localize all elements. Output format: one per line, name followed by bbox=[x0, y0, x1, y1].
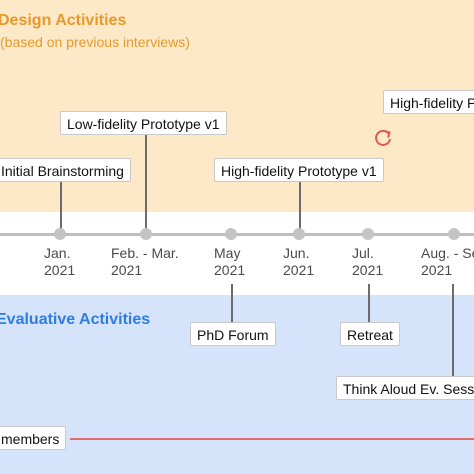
tick-year: 2021 bbox=[283, 262, 315, 278]
event-phd-forum: PhD Forum bbox=[190, 322, 276, 346]
tick-month: Jul. bbox=[352, 245, 374, 261]
tick-label-jul: Jul. 2021 bbox=[352, 245, 383, 279]
design-activities-title: Design Activities bbox=[0, 12, 127, 29]
tick-label-jan: Jan. 2021 bbox=[44, 245, 75, 279]
event-think-aloud-evaluation-session: Think Aloud Ev. Sess bbox=[336, 376, 474, 400]
event-members: members bbox=[0, 426, 67, 450]
members-line bbox=[70, 438, 474, 440]
event-initial-brainstorming: Initial Brainstorming bbox=[0, 158, 131, 182]
tick-month: Jun. bbox=[283, 245, 310, 261]
design-activities-subtitle: (based on previous interviews) bbox=[0, 34, 190, 50]
event-low-fidelity-prototype-v1: Low-fidelity Prototype v1 bbox=[60, 111, 227, 135]
tick-month: Feb. - Mar. bbox=[111, 245, 179, 261]
connector-retreat bbox=[368, 284, 370, 322]
tick-year: 2021 bbox=[352, 262, 384, 278]
event-high-fidelity-prototype-v1: High-fidelity Prototype v1 bbox=[214, 158, 384, 182]
tick-label-may: May 2021 bbox=[214, 245, 245, 279]
evaluative-activities-title: Evaluative Activities bbox=[0, 311, 151, 328]
connector-low-fidelity-v1 bbox=[145, 135, 147, 234]
tick-month: Aug. - Se bbox=[421, 245, 474, 261]
connector-high-fidelity-v1 bbox=[299, 182, 301, 234]
tick-dot-jul bbox=[362, 228, 374, 240]
tick-label-jun: Jun. 2021 bbox=[283, 245, 314, 279]
connector-initial-brainstorming bbox=[60, 182, 62, 234]
connector-phd-forum bbox=[231, 284, 233, 322]
tick-month: Jan. bbox=[44, 245, 71, 261]
tick-label-feb-mar: Feb. - Mar. 2021 bbox=[111, 245, 179, 279]
tick-year: 2021 bbox=[44, 262, 76, 278]
tick-dot-jan bbox=[54, 228, 66, 240]
event-retreat: Retreat bbox=[340, 322, 400, 346]
tick-year: 2021 bbox=[111, 262, 143, 278]
tick-year: 2021 bbox=[214, 262, 246, 278]
event-high-fidelity-prototype-v2: High-fidelity P bbox=[383, 90, 474, 114]
tick-label-aug-sep: Aug. - Se 2021 bbox=[421, 245, 474, 279]
tick-dot-may bbox=[225, 228, 237, 240]
tick-dot-jun bbox=[293, 228, 305, 240]
refresh-icon bbox=[375, 129, 391, 146]
connector-think-aloud bbox=[452, 284, 454, 376]
tick-dot-aug-sep bbox=[448, 228, 460, 240]
tick-dot-feb-mar bbox=[140, 228, 152, 240]
tick-month: May bbox=[214, 245, 241, 261]
timeline-axis bbox=[0, 233, 474, 236]
tick-year: 2021 bbox=[421, 262, 453, 278]
